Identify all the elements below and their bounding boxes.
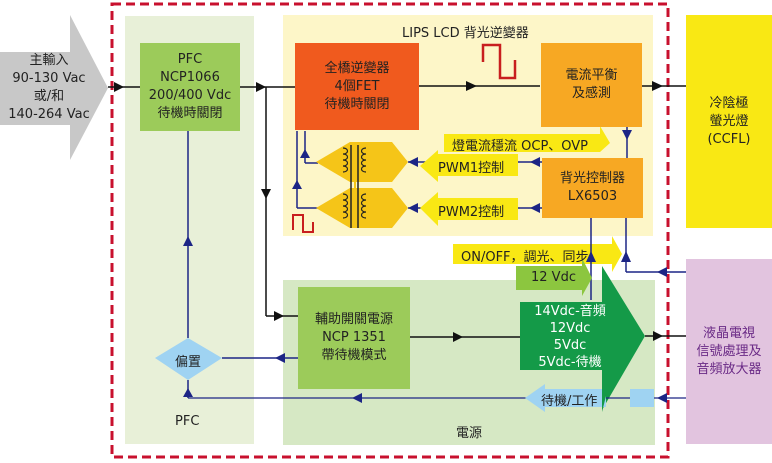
outputs-label: 14Vdc-音頻 12Vdc 5Vdc 5Vdc-待機: [534, 304, 606, 370]
square-wave-icon: [481, 43, 517, 80]
lcd-tv-block: 液晶電視 信號處理及 音頻放大器: [686, 259, 772, 444]
arrow-head: [652, 81, 663, 91]
power-region-label: 電源: [456, 426, 483, 441]
pwm1-arrow: [420, 150, 518, 182]
coil-icon: [342, 147, 367, 219]
onoff-label: ON/OFF，調光、同步: [461, 250, 589, 265]
main-input-label: 主輸入 90-130 Vac 或/和 140-264 Vac: [8, 53, 90, 122]
arrow-head: [256, 82, 266, 92]
onoff-arrow: [453, 236, 622, 272]
standby-label: 待機/工作: [541, 394, 598, 409]
lips-region-label: LIPS LCD 背光逆變器: [402, 26, 529, 41]
bias-diamond: [155, 338, 222, 380]
aux-psu-block: 輔助開關電源 NCP 1351 帶待機模式: [298, 287, 410, 389]
outputs-arrow: [520, 266, 645, 410]
arrow-head: [274, 311, 284, 321]
arrow-head: [114, 82, 124, 92]
bias-label: 偏置: [175, 355, 202, 370]
backlight-controller-block: 背光控制器 LX6503: [542, 158, 643, 218]
lamp-feedback-arrow: [444, 126, 610, 152]
pfc-block: PFC NCP1066 200/400 Vdc 待機時關閉: [140, 43, 240, 131]
standby-arrow: [525, 384, 606, 412]
arrow-head: [261, 189, 271, 199]
pwm1-label: PWM1控制: [438, 161, 505, 176]
full-bridge-block: 全橋逆變器 4個FET 待機時關閉: [295, 43, 419, 130]
12v-arrow: [516, 258, 592, 296]
arrow-head: [466, 81, 477, 91]
lamp-feedback-label: 燈電流穩流 OCP、OVP: [452, 139, 589, 154]
pwm2-label: PWM2控制: [438, 205, 505, 220]
input-arrow: [0, 15, 108, 160]
pfc-region-label: PFC: [175, 414, 200, 429]
current-balance-block: 電流平衡 及感測: [541, 43, 642, 127]
pwm2-arrow: [420, 192, 518, 226]
square-wave-icon: [292, 214, 314, 233]
12v-label: 12 Vdc: [531, 270, 576, 285]
ccfl-block: 冷陰極 螢光燈 (CCFL): [686, 15, 772, 228]
